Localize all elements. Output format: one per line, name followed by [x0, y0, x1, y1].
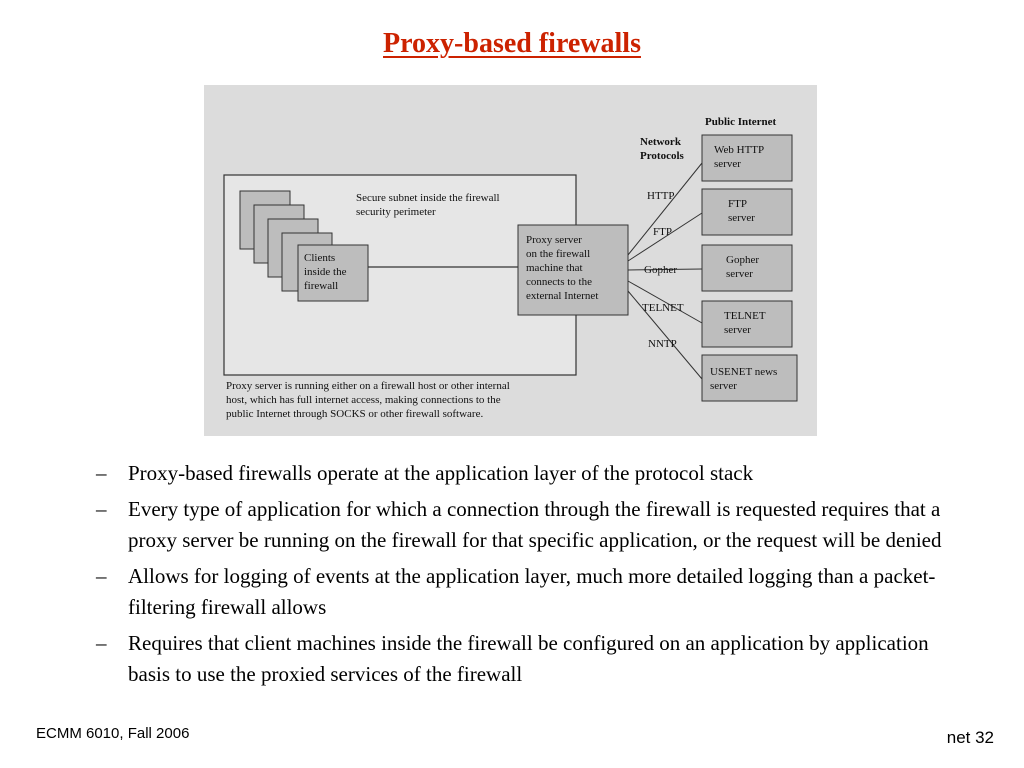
proxy-label-2: on the firewall	[526, 248, 590, 260]
proxy-label-4: connects to the	[526, 276, 592, 288]
bullet-item: –Allows for logging of events at the app…	[92, 561, 972, 623]
ftp-server-box	[701, 188, 793, 236]
bullet-item: –Requires that client machines inside th…	[92, 628, 972, 690]
bullet-item: –Every type of application for which a c…	[92, 494, 972, 556]
caption-line-2: host, which has full internet access, ma…	[226, 394, 501, 406]
server-label: USENET news	[710, 366, 777, 378]
bullet-list: –Proxy-based firewalls operate at the ap…	[92, 458, 972, 695]
protocol-http: HTTP	[647, 190, 675, 202]
clients-label-1: Clients	[304, 252, 335, 264]
bullet-marker: –	[96, 497, 107, 521]
proxy-label-1: Proxy server	[526, 234, 582, 246]
protocol-gopher: Gopher	[644, 264, 677, 276]
nntp-line	[627, 290, 703, 380]
clients-label-3: firewall	[304, 280, 338, 292]
bullet-marker: –	[96, 631, 107, 655]
ftp-line	[627, 212, 703, 262]
network-protocols-label-2: Protocols	[640, 150, 685, 162]
bullet-text: Every type of application for which a co…	[128, 497, 942, 552]
usenet-server-box	[701, 354, 798, 402]
bullet-marker: –	[96, 461, 107, 485]
subnet-label-2: security perimeter	[356, 206, 436, 218]
server-label: server	[714, 158, 741, 170]
footer-course: ECMM 6010, Fall 2006	[36, 725, 190, 742]
bullet-item: –Proxy-based firewalls operate at the ap…	[92, 458, 972, 489]
server-label: Gopher	[726, 254, 759, 266]
proxy-firewall-diagram: Secure subnet inside the firewall securi…	[204, 85, 817, 436]
http-line	[627, 162, 703, 256]
caption-line-3: public Internet through SOCKS or other f…	[226, 408, 483, 420]
telnet-server-box	[701, 300, 793, 348]
proxy-label-3: machine that	[526, 262, 583, 274]
server-label: server	[728, 212, 755, 224]
server-label: server	[710, 380, 737, 392]
gopher-line	[627, 268, 703, 271]
server-label: Web HTTP	[714, 144, 764, 156]
slide-title: Proxy-based firewalls	[383, 28, 641, 59]
subnet-label-1: Secure subnet inside the firewall	[356, 192, 500, 204]
telnet-line	[627, 280, 703, 324]
server-label: TELNET	[724, 310, 766, 322]
server-label: FTP	[728, 198, 747, 210]
diagram-svg: Secure subnet inside the firewall securi…	[223, 116, 798, 420]
protocol-ftp: FTP	[653, 226, 672, 238]
server-label: server	[726, 268, 753, 280]
protocol-nntp: NNTP	[648, 338, 677, 350]
footer-page-number: net 32	[946, 728, 994, 747]
bullet-marker: –	[96, 564, 107, 588]
clients-label-2: inside the	[304, 266, 347, 278]
clients-box	[297, 244, 369, 302]
network-protocols-label-1: Network	[640, 136, 682, 148]
protocol-telnet: TELNET	[642, 302, 684, 314]
bullet-text: Proxy-based firewalls operate at the app…	[128, 461, 754, 485]
bullet-text: Requires that client machines inside the…	[128, 631, 929, 686]
web-http-server-box	[701, 134, 793, 182]
caption-line-1: Proxy server is running either on a fire…	[226, 380, 510, 392]
public-internet-label: Public Internet	[705, 116, 777, 128]
server-label: server	[724, 324, 751, 336]
bullet-text: Allows for logging of events at the appl…	[128, 564, 936, 619]
gopher-server-box	[701, 244, 793, 292]
proxy-label-5: external Internet	[526, 290, 598, 302]
